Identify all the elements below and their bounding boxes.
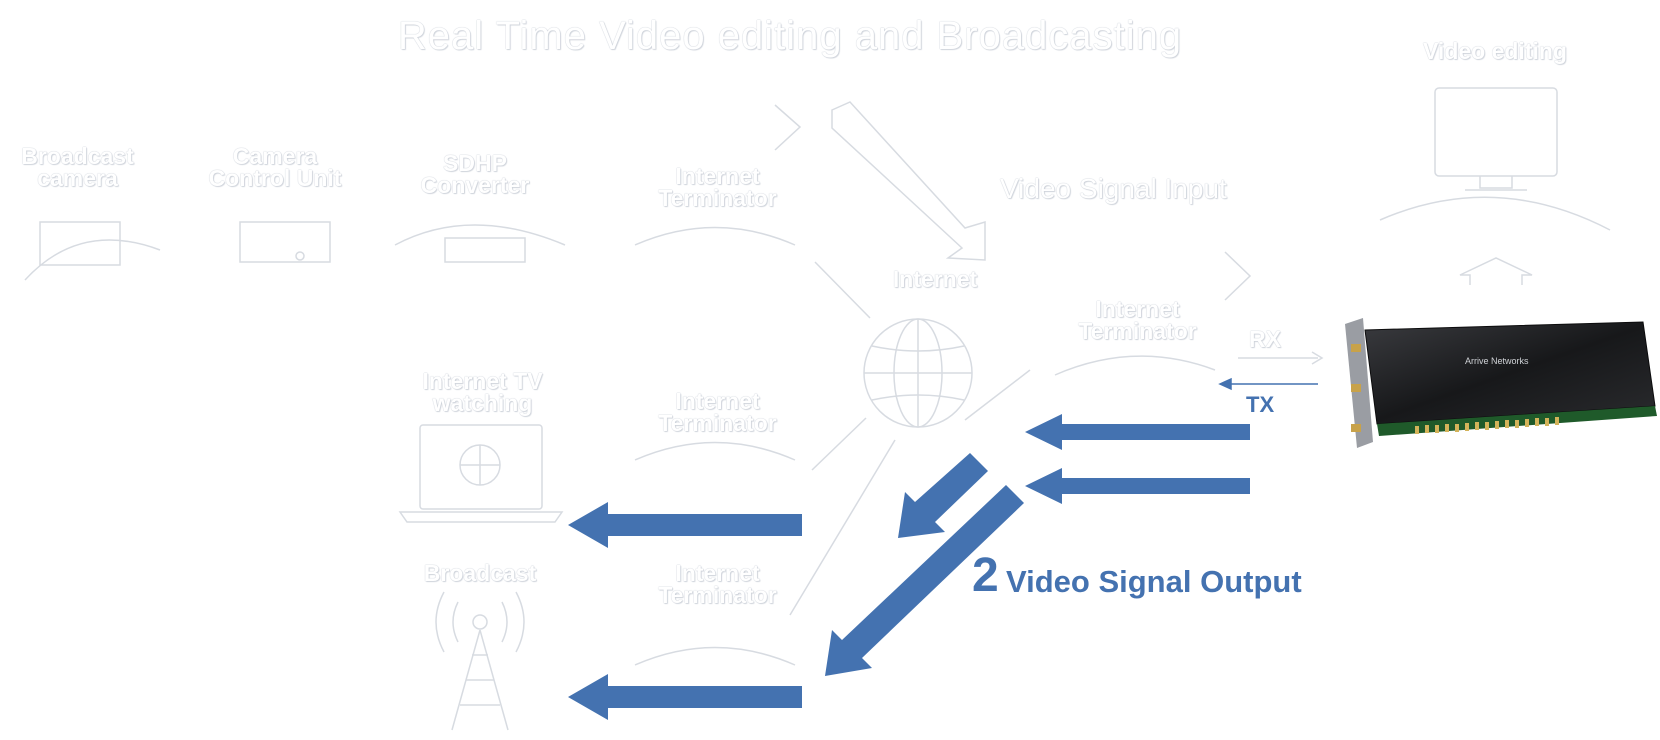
label-rx: RX (1249, 326, 1281, 352)
ghost-up-arrow (1459, 257, 1533, 285)
output-step-number: 2 (972, 549, 999, 602)
camera-icon (39, 221, 121, 266)
label-video-signal-input: Video Signal Input (1000, 173, 1227, 204)
label-internet-terminator-bottom: Internet Terminator (658, 560, 777, 608)
ghost-chevron-top (774, 104, 802, 151)
label-video-signal-output: Video Signal Output (1006, 564, 1302, 599)
arrow-diagonal-short (898, 453, 988, 538)
laptop-icon (419, 424, 543, 510)
diagram-title: Real Time Video editing and Broadcasting (397, 14, 1183, 58)
ccu-icon (239, 221, 331, 263)
label-video-editing: Video editing (1423, 38, 1567, 64)
label-internet-terminator-left: Internet Terminator (658, 388, 777, 436)
label-internet-terminator-mid: Internet Terminator (1078, 296, 1197, 344)
label-broadcast-camera: Broadcast camera (21, 143, 134, 191)
label-internet: Internet (892, 266, 978, 292)
label-sdhp-converter: SDHP Converter (420, 150, 530, 198)
output-arrows (568, 414, 1250, 720)
label-tx: TX (1246, 392, 1275, 417)
arrow-to-tower (568, 674, 802, 720)
arrow-left-2 (1025, 468, 1250, 504)
arrow-left-1 (1025, 414, 1250, 450)
card-brand: Arrive Networks (1465, 356, 1529, 366)
tx-line-arrow (1218, 377, 1318, 391)
label-camera-control-unit: Camera Control Unit (208, 143, 342, 191)
converter-icon (444, 237, 526, 263)
ghost-chevron-right (1224, 251, 1252, 301)
broadcast-tower-icon (451, 629, 509, 731)
arrow-diagonal-long (825, 485, 1024, 676)
label-broadcast: Broadcast (423, 560, 537, 586)
ghost-input-arrow (831, 101, 986, 261)
monitor-icon (1434, 87, 1558, 177)
network-card: Arrive Networks (1345, 318, 1657, 448)
label-internet-tv-watching: Internet TV watching (422, 368, 543, 416)
arrow-to-laptop (568, 502, 802, 548)
label-internet-terminator-top: Internet Terminator (658, 163, 777, 211)
